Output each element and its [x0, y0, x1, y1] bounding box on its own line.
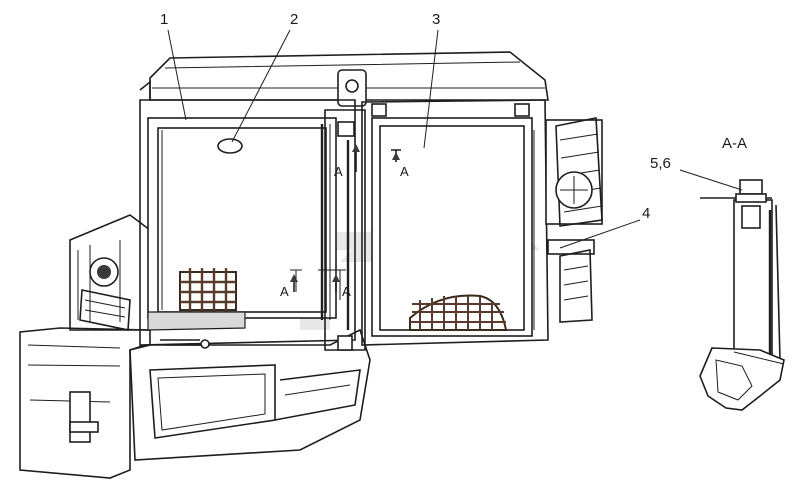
side-lamp-assembly [545, 117, 603, 323]
heater-grid-right [409, 294, 508, 331]
leader-3 [423, 29, 439, 149]
leader-2 [231, 29, 291, 143]
callout-3: 3 [432, 11, 440, 28]
center-pillar [324, 109, 366, 351]
callout-5-6: 5,6 [650, 155, 671, 172]
callout-1: 1 [160, 11, 168, 28]
callout-4: 4 [642, 205, 650, 222]
section-title: A-A [722, 135, 747, 152]
section-marker-a2: A [400, 164, 409, 179]
section-marker-a1: A [334, 164, 343, 179]
callout-2: 2 [290, 11, 298, 28]
leader-4 [559, 219, 641, 249]
left-door-frame [139, 99, 356, 349]
cab-roof [139, 51, 549, 107]
tractor-body [19, 214, 371, 479]
leader-lines [167, 29, 743, 249]
heater-grid-left [179, 268, 237, 312]
section-marker-a3: A [280, 284, 289, 299]
right-door-frame [361, 99, 549, 346]
leader-56 [679, 169, 743, 191]
leader-1 [167, 29, 187, 121]
section-marker-a4: A [342, 284, 351, 299]
section-aa-detail [699, 179, 785, 411]
section-markers [290, 144, 401, 292]
